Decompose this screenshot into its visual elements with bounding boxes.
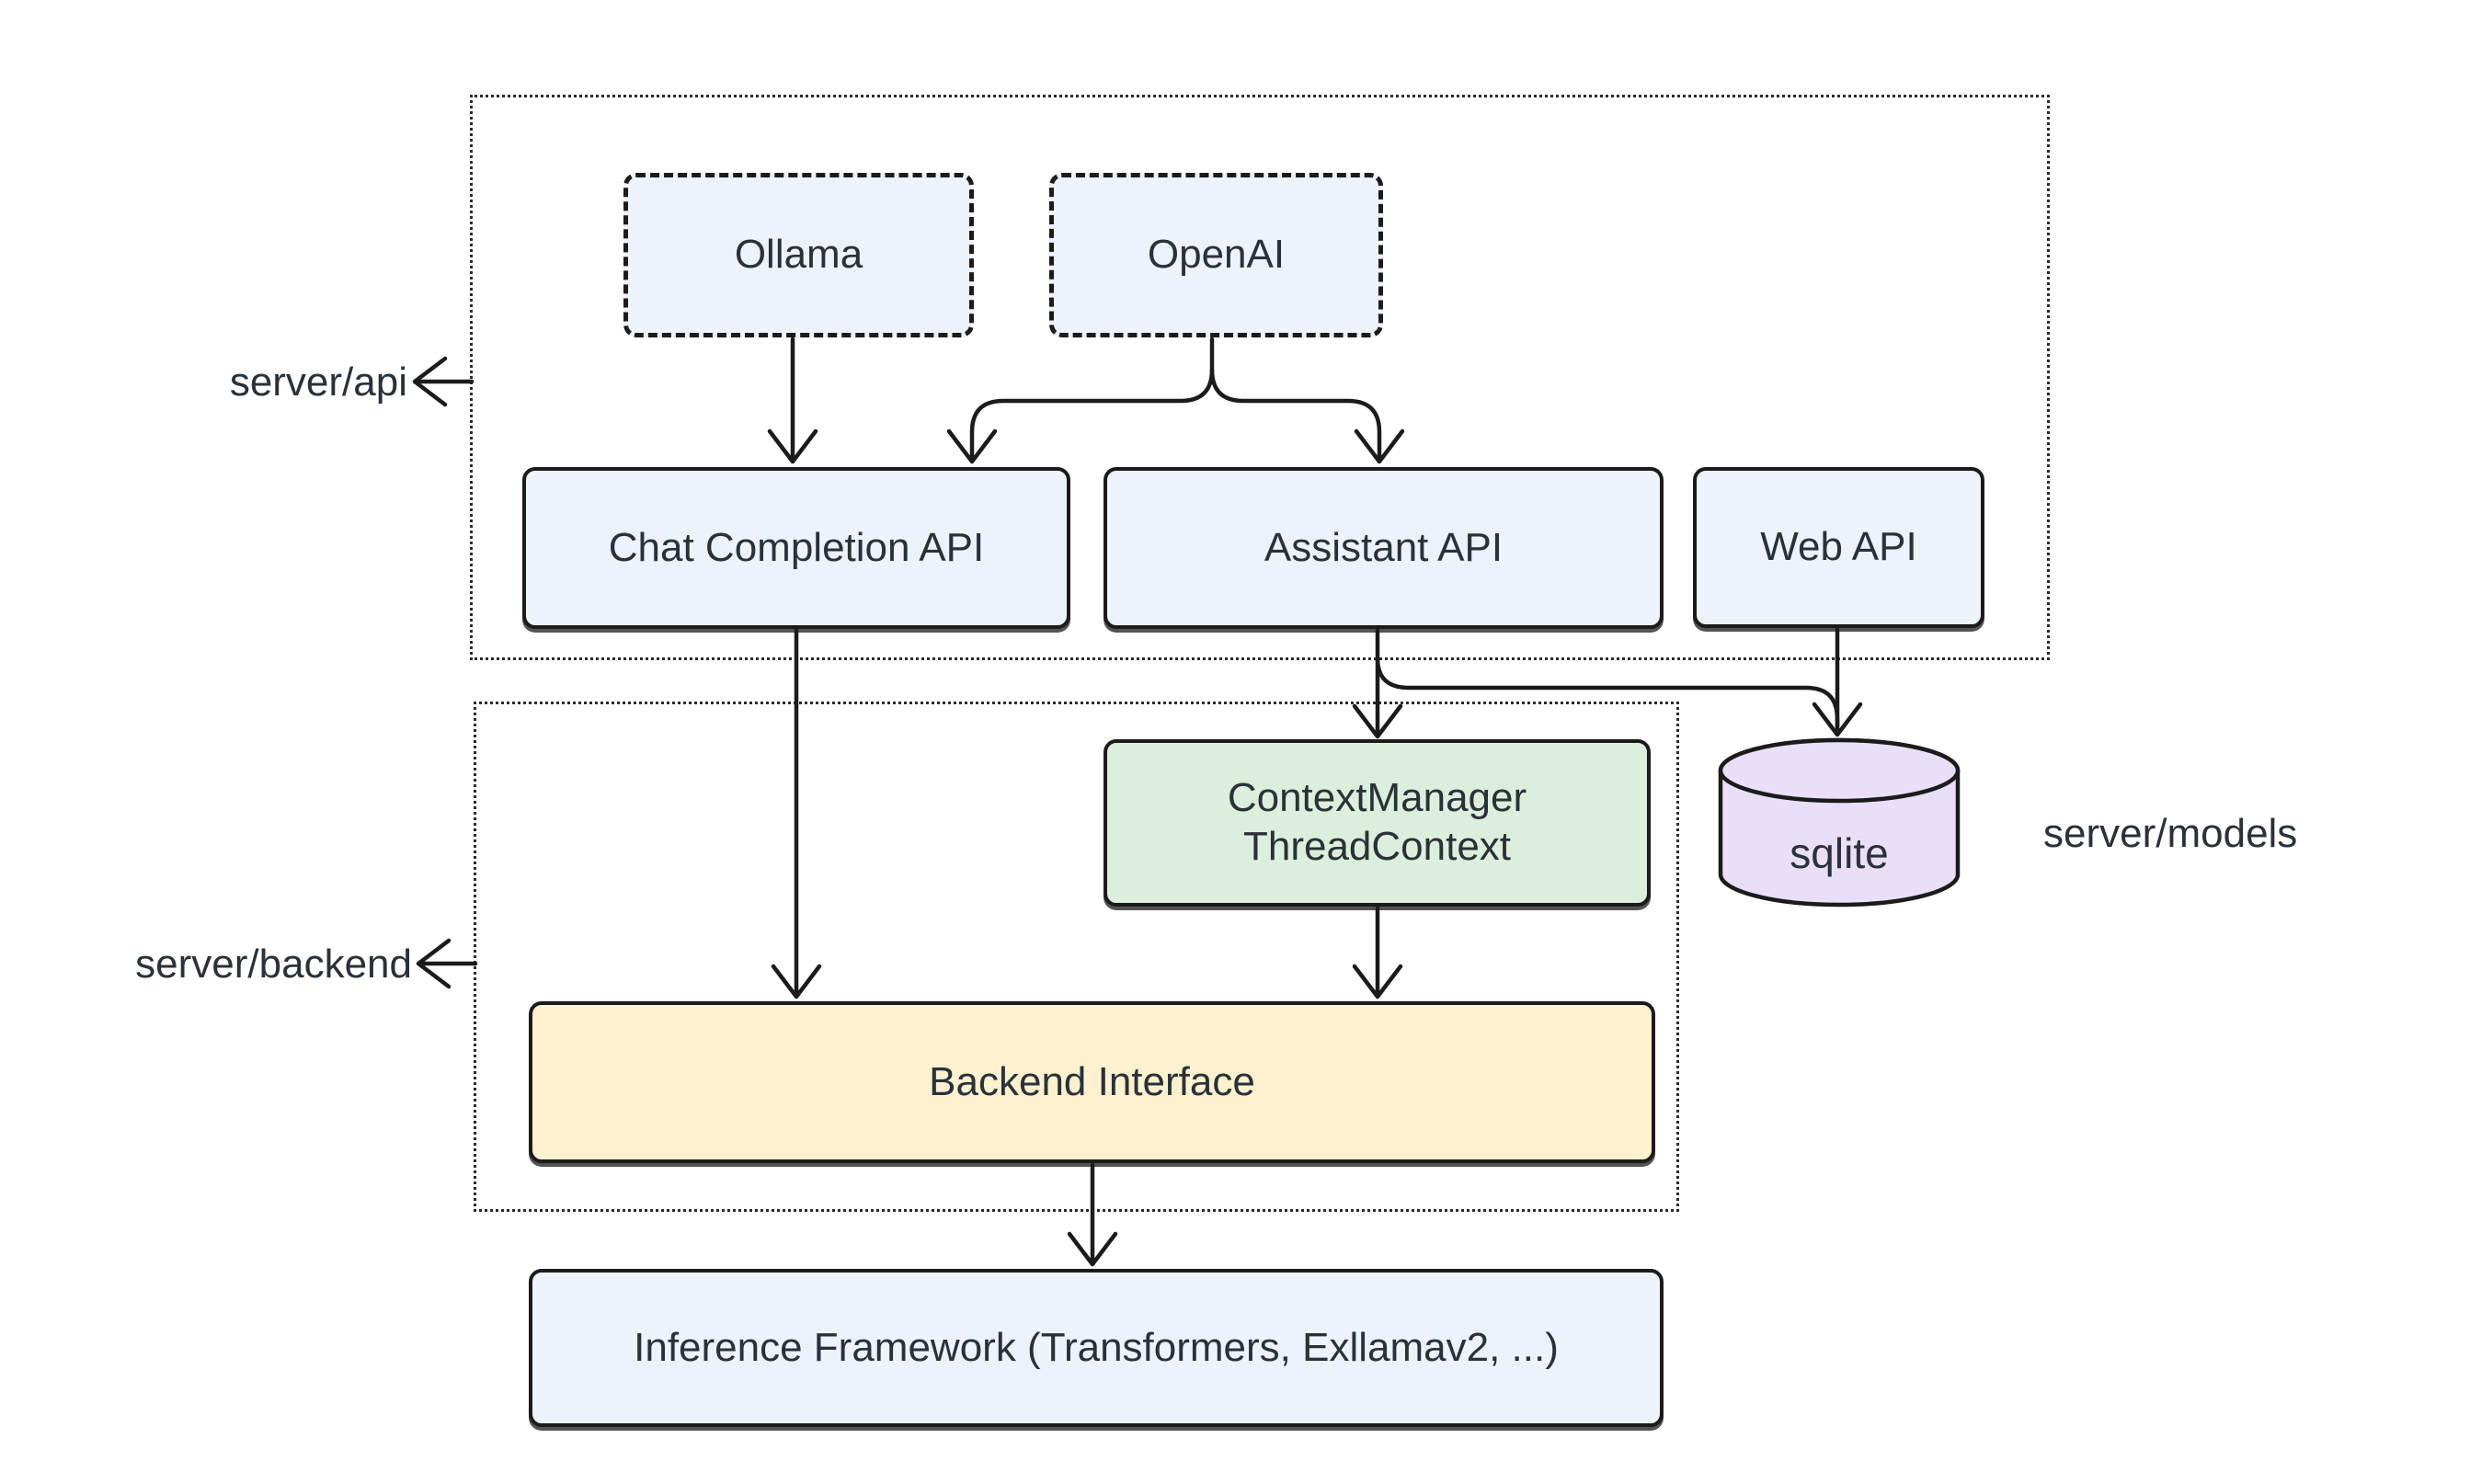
node-web-api: Web API bbox=[1693, 467, 1984, 628]
node-openai-label: OpenAI bbox=[1147, 232, 1286, 278]
node-assistant-api-label: Assistant API bbox=[1264, 524, 1504, 570]
node-backend-interface-label: Backend Interface bbox=[929, 1058, 1255, 1104]
node-sqlite-label: sqlite bbox=[1790, 829, 1889, 877]
node-ollama-label: Ollama bbox=[734, 232, 863, 278]
edge-assistant-api-to-context-manager bbox=[1352, 628, 1403, 739]
server-api-label-arrow bbox=[412, 356, 475, 407]
node-assistant-api: Assistant API bbox=[1103, 467, 1664, 629]
node-chat-completion-api: Chat Completion API bbox=[522, 467, 1070, 629]
edge-backend-interface-to-inference-framework bbox=[1067, 1162, 1118, 1267]
group-server-backend bbox=[474, 702, 1679, 1212]
edge-web-api-to-sqlite bbox=[1812, 627, 1863, 737]
node-inference-framework-label: Inference Framework (Transformers, Exlla… bbox=[634, 1324, 1559, 1370]
server-api-label: server/api bbox=[229, 360, 407, 405]
server-backend-label: server/backend bbox=[135, 942, 412, 987]
edge-openai-to-chat-completion-api bbox=[946, 337, 1215, 464]
server-models-label: server/models bbox=[2043, 811, 2298, 856]
node-context-manager: ContextManager ThreadContext bbox=[1103, 739, 1651, 907]
node-context-manager-label-line2: ThreadContext bbox=[1242, 824, 1512, 869]
node-context-manager-label-line1: ContextManager bbox=[1227, 775, 1527, 821]
edge-chat-completion-api-to-backend-interface bbox=[771, 628, 822, 999]
server-backend-label-arrow bbox=[416, 938, 478, 989]
node-openai: OpenAI bbox=[1049, 173, 1383, 337]
node-inference-framework: Inference Framework (Transformers, Exlla… bbox=[529, 1269, 1664, 1427]
node-chat-completion-api-label: Chat Completion API bbox=[608, 524, 985, 570]
edge-assistant-api-to-sqlite bbox=[1375, 656, 1840, 729]
group-server-api bbox=[470, 95, 2050, 660]
node-backend-interface: Backend Interface bbox=[529, 1001, 1655, 1163]
edge-openai-to-assistant-api bbox=[1209, 367, 1405, 464]
sqlite-cylinder-top bbox=[1718, 737, 1961, 804]
edge-context-manager-to-backend-interface bbox=[1352, 906, 1403, 999]
node-ollama: Ollama bbox=[623, 173, 974, 337]
edge-ollama-to-chat-completion-api bbox=[767, 337, 818, 464]
node-web-api-label: Web API bbox=[1760, 524, 1917, 570]
